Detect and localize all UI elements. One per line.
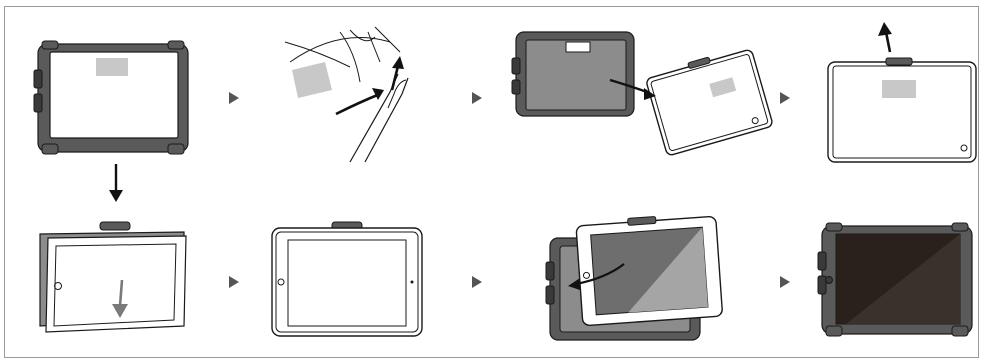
- next-step-arrow-icon: [780, 92, 790, 104]
- next-step-arrow-icon: [229, 276, 239, 288]
- case-with-sticker-icon: [36, 40, 196, 158]
- next-step-arrow-icon: [780, 276, 790, 288]
- ipad-in-frame-icon: [270, 222, 425, 340]
- next-step-arrow-icon: [472, 92, 482, 104]
- insert-into-case-icon: [546, 218, 726, 344]
- insert-ipad-bottom-icon: [34, 222, 194, 342]
- lift-frame-up-icon: [820, 22, 980, 172]
- assembled-case-icon: [818, 222, 978, 340]
- next-step-arrow-icon: [229, 92, 239, 104]
- next-step-arrow-icon: [472, 276, 482, 288]
- down-arrow-icon: [108, 164, 124, 204]
- remove-backplate-icon: [512, 30, 762, 160]
- peel-film-hand-icon: [280, 22, 425, 162]
